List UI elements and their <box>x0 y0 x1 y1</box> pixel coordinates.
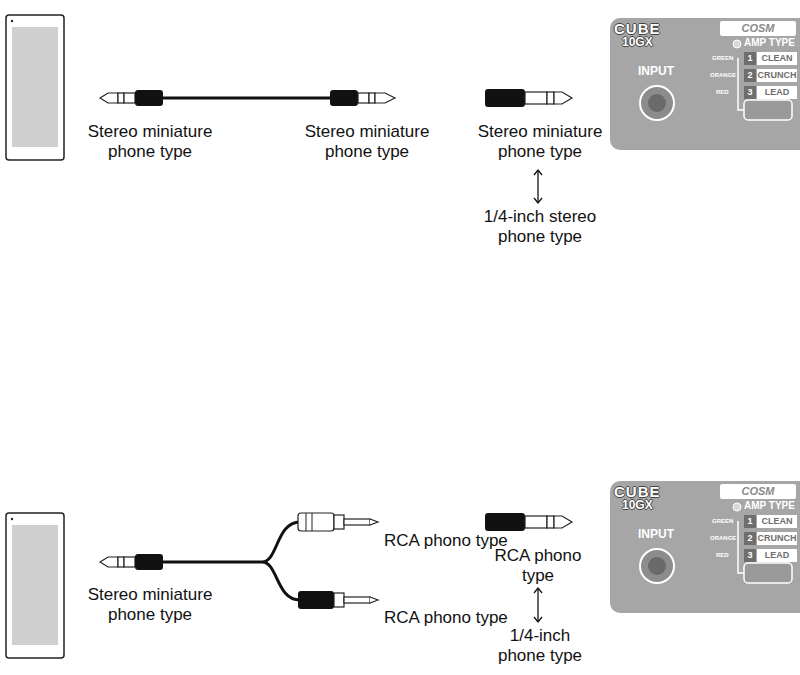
jack-label: INPUT <box>638 528 674 542</box>
plug-caption: Stereo miniature phone type <box>75 122 225 161</box>
rca-plug-black <box>370 597 378 603</box>
mode-number: 3 <box>744 549 756 562</box>
adapter-plug <box>485 89 572 107</box>
adapter-plug <box>485 513 525 531</box>
double-arrow <box>534 170 542 203</box>
plug-caption: Stereo miniature phone type <box>465 122 615 161</box>
connection-illustration <box>6 513 64 658</box>
adapter-plug <box>525 516 547 528</box>
panel-heading: AMP TYPE <box>744 500 795 512</box>
rca-plug-white <box>344 519 370 525</box>
brand-badge: COSM <box>720 21 796 36</box>
mini-plug <box>369 93 375 103</box>
rca-plug-white <box>312 513 313 531</box>
double-arrow <box>534 170 542 175</box>
adapter-plug <box>485 513 572 531</box>
led-color: GREEN <box>712 515 733 528</box>
mode-number: 3 <box>744 86 756 99</box>
logo-text: CUBE <box>614 483 661 500</box>
adapter-plug <box>547 92 554 104</box>
mini-plug <box>330 90 395 106</box>
rca-plug-black <box>334 593 344 607</box>
mode-number: 2 <box>744 532 756 545</box>
adapter-plug <box>554 92 572 104</box>
logo-text: 10GX <box>622 499 653 513</box>
plug-caption: Stereo miniature phone type <box>75 585 225 624</box>
connection-illustration <box>610 18 800 150</box>
led-color: ORANGE <box>710 532 736 545</box>
double-arrow <box>537 171 538 202</box>
mini-plug <box>358 93 369 103</box>
led-color: ORANGE <box>710 69 736 82</box>
rca-plug-white <box>370 519 378 525</box>
brand-badge: COSM <box>720 484 796 499</box>
logo-text: CUBE <box>614 20 661 37</box>
connection-illustration <box>100 554 163 570</box>
cable <box>162 97 332 100</box>
rca-plug-white <box>298 513 334 531</box>
plug-caption: RCA phono type <box>384 608 554 628</box>
mode-name: CLEAN <box>757 52 797 65</box>
connection-illustration <box>6 15 64 160</box>
adapter-plug <box>485 89 525 107</box>
plug-caption: 1/4-inch stereo phone type <box>470 207 610 246</box>
double-arrow <box>534 198 542 203</box>
adapter-plug <box>525 92 547 104</box>
logo-text: 10GX <box>622 36 653 50</box>
rca-plug-black <box>298 591 378 609</box>
mini-plug <box>375 93 395 103</box>
mode-number: 1 <box>744 52 756 65</box>
led-color: GREEN <box>712 52 733 65</box>
connection-illustration <box>610 481 800 613</box>
plug-caption: 1/4-inch phone type <box>485 626 595 665</box>
double-arrow <box>534 588 542 593</box>
double-arrow <box>537 589 538 621</box>
mode-number: 2 <box>744 69 756 82</box>
plug-caption: Stereo miniature phone type <box>292 122 442 161</box>
adapter-plug <box>547 516 554 528</box>
mini-plug <box>330 90 358 106</box>
mode-name: LEAD <box>757 549 797 562</box>
rca-plug-black <box>344 597 370 603</box>
mode-name: CRUNCH <box>757 532 797 545</box>
rca-plug-white <box>298 513 378 531</box>
connection-illustration <box>100 90 163 106</box>
jack-label: INPUT <box>638 65 674 79</box>
rca-plug-white <box>334 515 344 529</box>
plug-caption: RCA phono type <box>488 546 588 585</box>
led-color: RED <box>716 86 729 99</box>
double-arrow <box>534 588 542 622</box>
mode-name: CLEAN <box>757 515 797 528</box>
rca-plug-white <box>306 513 307 531</box>
led-color: RED <box>716 549 729 562</box>
rca-plug-black <box>298 591 334 609</box>
adapter-plug <box>554 516 572 528</box>
mode-name: CRUNCH <box>757 69 797 82</box>
panel-heading: AMP TYPE <box>744 37 795 49</box>
double-arrow <box>534 617 542 622</box>
mode-name: LEAD <box>757 86 797 99</box>
mode-number: 1 <box>744 515 756 528</box>
